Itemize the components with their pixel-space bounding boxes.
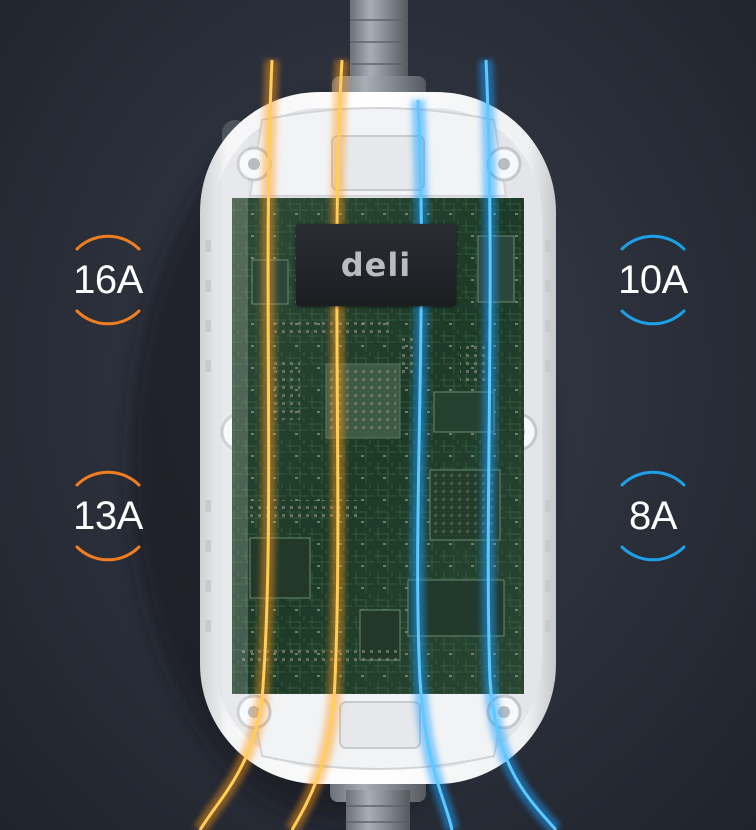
rating-badge-16a: 16A (55, 227, 161, 333)
rating-label: 13A (73, 494, 143, 538)
rating-label: 8A (629, 494, 677, 538)
rating-label: 16A (73, 258, 143, 302)
badge-ring-icon (620, 234, 686, 326)
rating-label: 10A (618, 258, 688, 302)
rating-badge-10a: 10A (600, 227, 706, 333)
rating-badge-8a: 8A (600, 463, 706, 569)
brand-logo: deli (296, 224, 456, 306)
rating-badge-13a: 13A (55, 463, 161, 569)
badge-ring-icon (75, 234, 141, 326)
badge-ring-icon (75, 470, 141, 562)
badge-ring-icon (620, 470, 686, 562)
brand-logo-text: deli (340, 246, 412, 284)
